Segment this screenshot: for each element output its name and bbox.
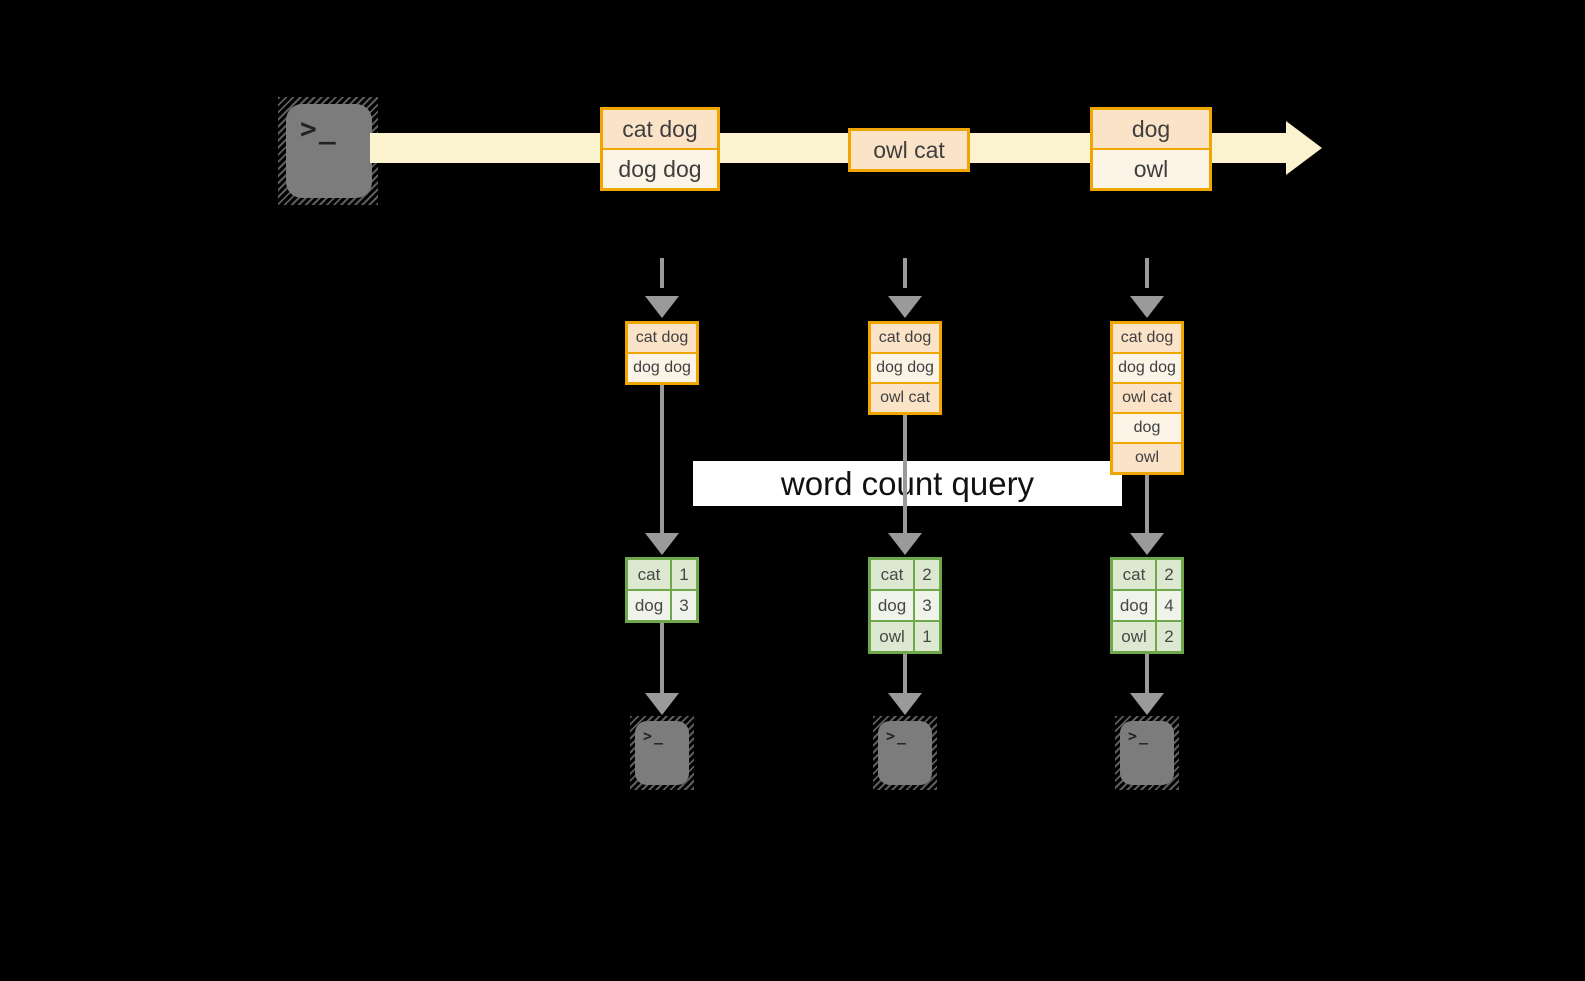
query-label: word count query: [780, 464, 1035, 502]
terminal-icon: >_: [1120, 721, 1174, 785]
state-item: owl: [1113, 442, 1181, 472]
stream-item: owl: [1093, 148, 1209, 188]
state-item: dog: [1113, 412, 1181, 442]
terminal-icon: >_: [286, 104, 372, 198]
state-item: owl cat: [871, 382, 939, 412]
state-to-counts-line-2: [903, 415, 907, 534]
count-value: 1: [672, 560, 696, 589]
terminal-prompt-glyph: >_: [300, 112, 338, 145]
count-word: owl: [871, 622, 913, 651]
counts-to-sink-head-2: [888, 693, 922, 715]
state-item: dog dog: [628, 352, 696, 382]
stream-item: dog dog: [603, 148, 717, 188]
stream-item: owl cat: [851, 131, 967, 169]
state-to-counts-line-3: [1145, 475, 1149, 534]
dashed-arrow-line-1: [660, 258, 664, 288]
terminal-prompt-glyph: >_: [643, 727, 666, 745]
query-label-band: word count query: [693, 461, 1122, 506]
stream-item: cat dog: [603, 110, 717, 148]
terminal-icon: >_: [878, 721, 932, 785]
count-value: 2: [1157, 622, 1181, 651]
state-item: cat dog: [871, 324, 939, 352]
terminal-prompt-glyph: >_: [1128, 727, 1151, 745]
count-word: dog: [628, 591, 670, 620]
state-box-2: cat dog dog dog owl cat: [868, 321, 942, 415]
count-value: 4: [1157, 591, 1181, 620]
count-word: dog: [1113, 591, 1155, 620]
state-item: dog dog: [871, 352, 939, 382]
stream-batch-3: dog owl: [1090, 107, 1212, 191]
state-item: owl cat: [1113, 382, 1181, 412]
counts-to-sink-line-3: [1145, 654, 1149, 694]
count-value: 1: [915, 622, 939, 651]
state-to-counts-head-3: [1130, 533, 1164, 555]
dashed-arrow-line-3: [1145, 258, 1149, 288]
count-word: cat: [871, 560, 913, 589]
dashed-arrow-line-2: [903, 258, 907, 288]
count-value: 3: [672, 591, 696, 620]
count-value: 2: [1157, 560, 1181, 589]
stream-batch-2: owl cat: [848, 128, 970, 172]
terminal-icon: >_: [635, 721, 689, 785]
count-word: dog: [871, 591, 913, 620]
dashed-arrow-head-2: [888, 296, 922, 318]
state-to-counts-head-1: [645, 533, 679, 555]
count-value: 2: [915, 560, 939, 589]
state-box-1: cat dog dog dog: [625, 321, 699, 385]
count-word: cat: [1113, 560, 1155, 589]
state-item: cat dog: [628, 324, 696, 352]
stream-item: dog: [1093, 110, 1209, 148]
state-to-counts-line-1: [660, 385, 664, 534]
dashed-arrow-head-3: [1130, 296, 1164, 318]
word-count-table-2: cat 2 dog 3 owl 1: [868, 557, 942, 654]
counts-to-sink-head-3: [1130, 693, 1164, 715]
state-item: cat dog: [1113, 324, 1181, 352]
counts-to-sink-line-1: [660, 623, 664, 694]
dashed-arrow-head-1: [645, 296, 679, 318]
state-box-3: cat dog dog dog owl cat dog owl: [1110, 321, 1184, 475]
state-to-counts-head-2: [888, 533, 922, 555]
count-value: 3: [915, 591, 939, 620]
state-item: dog dog: [1113, 352, 1181, 382]
stream-arrow-head: [1286, 121, 1322, 175]
count-word: cat: [628, 560, 670, 589]
counts-to-sink-line-2: [903, 654, 907, 694]
count-word: owl: [1113, 622, 1155, 651]
word-count-table-3: cat 2 dog 4 owl 2: [1110, 557, 1184, 654]
stream-batch-1: cat dog dog dog: [600, 107, 720, 191]
terminal-prompt-glyph: >_: [886, 727, 909, 745]
counts-to-sink-head-1: [645, 693, 679, 715]
word-count-table-1: cat 1 dog 3: [625, 557, 699, 623]
